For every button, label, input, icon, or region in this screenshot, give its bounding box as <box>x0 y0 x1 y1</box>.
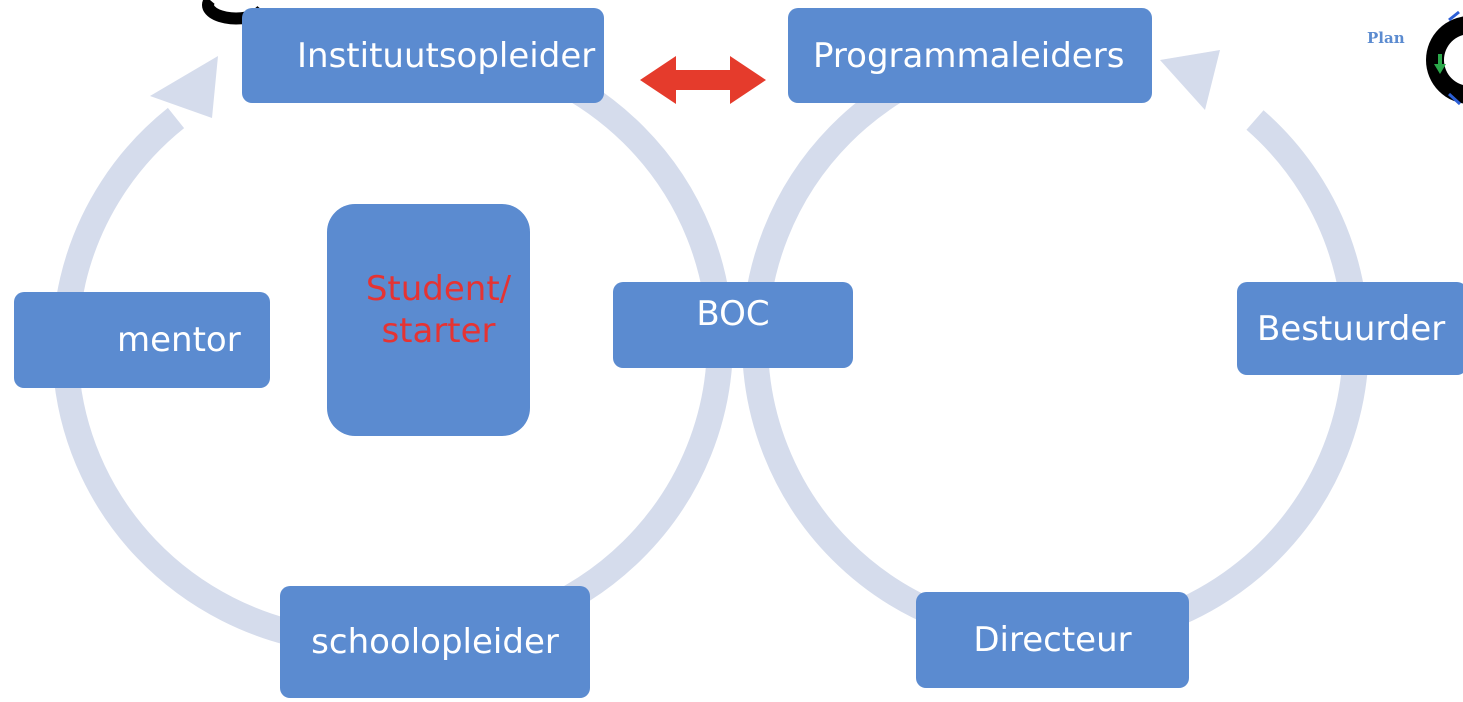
node-mentor: mentor <box>14 292 270 388</box>
node-schoolopleider: schoolopleider <box>280 586 590 698</box>
node-label: BOC <box>696 294 770 334</box>
node-student-starter: Student/ starter <box>327 204 530 436</box>
node-boc: BOC <box>613 282 853 368</box>
left-cycle-arrowhead <box>150 56 218 118</box>
double-arrow <box>640 56 766 104</box>
node-bestuurder: Bestuurder <box>1237 282 1463 375</box>
right-cycle-arrowhead <box>1160 50 1220 110</box>
node-programmaleiders: Programmaleiders <box>788 8 1152 103</box>
node-label: Instituutsopleider <box>297 35 596 76</box>
node-label: mentor <box>117 320 241 360</box>
node-directeur: Directeur <box>916 592 1189 688</box>
node-instituutsopleider: Instituutsopleider <box>242 8 604 103</box>
student-label-line2: starter <box>381 311 496 351</box>
node-label: Programmaleiders <box>813 35 1125 76</box>
node-label: Directeur <box>973 620 1132 660</box>
student-label-line1: Student/ <box>365 269 512 309</box>
pdca-cycle-icon <box>1426 10 1463 106</box>
node-label: schoolopleider <box>311 622 559 662</box>
node-label: Bestuurder <box>1257 308 1446 349</box>
plan-label: Plan <box>1367 29 1405 47</box>
